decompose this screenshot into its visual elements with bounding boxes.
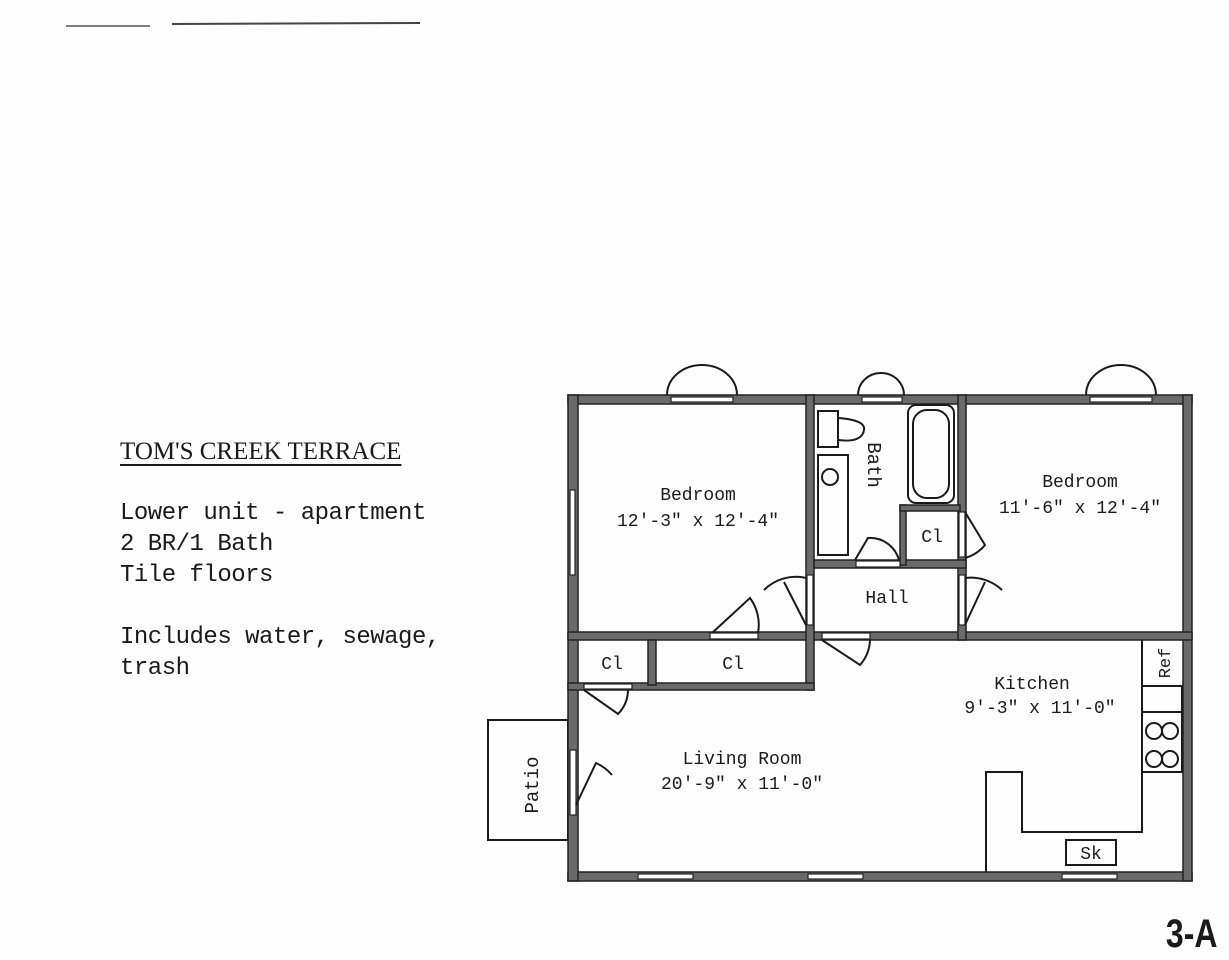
bath-fixtures	[817, 404, 955, 556]
utilities-included: Includes water, sewage,	[120, 624, 440, 651]
bedroom-right-name: Bedroom	[1042, 473, 1118, 493]
closet-label: Cl	[921, 528, 943, 548]
bedroom-left-size: 12'-3" x 12'-4"	[617, 512, 779, 532]
window-arc	[1085, 364, 1157, 396]
scan-line	[171, 22, 421, 25]
bedroom-left-name: Bedroom	[660, 486, 736, 506]
closet-label: Cl	[722, 655, 744, 675]
bedroom-right-size: 11'-6" x 12'-4"	[999, 499, 1161, 519]
unit-type: Lower unit - apartment	[120, 500, 426, 527]
utilities-included-cont: trash	[120, 655, 190, 682]
bath-label: Bath	[862, 442, 884, 488]
patio-label: Patio	[522, 756, 544, 813]
living-room-size: 20'-9" x 11'-0"	[661, 775, 823, 795]
kitchen-name: Kitchen	[994, 675, 1070, 695]
refrigerator-label: Ref	[1157, 648, 1176, 679]
kitchen-counters	[985, 640, 1183, 872]
flooring: Tile floors	[120, 562, 273, 589]
windows	[569, 396, 1153, 880]
closet-label: Cl	[601, 655, 623, 675]
living-room-name: Living Room	[683, 750, 802, 770]
page-number: 3-A	[1165, 912, 1217, 956]
sink-label: Sk	[1080, 845, 1102, 865]
bed-bath-count: 2 BR/1 Bath	[120, 531, 273, 558]
window-arc	[666, 364, 738, 396]
door-swings	[575, 511, 1003, 806]
hall-label: Hall	[865, 589, 908, 609]
property-title: TOM'S CREEK TERRACE	[120, 438, 402, 465]
window-arc	[857, 372, 905, 396]
kitchen-size: 9'-3" x 11'-0"	[964, 699, 1115, 719]
